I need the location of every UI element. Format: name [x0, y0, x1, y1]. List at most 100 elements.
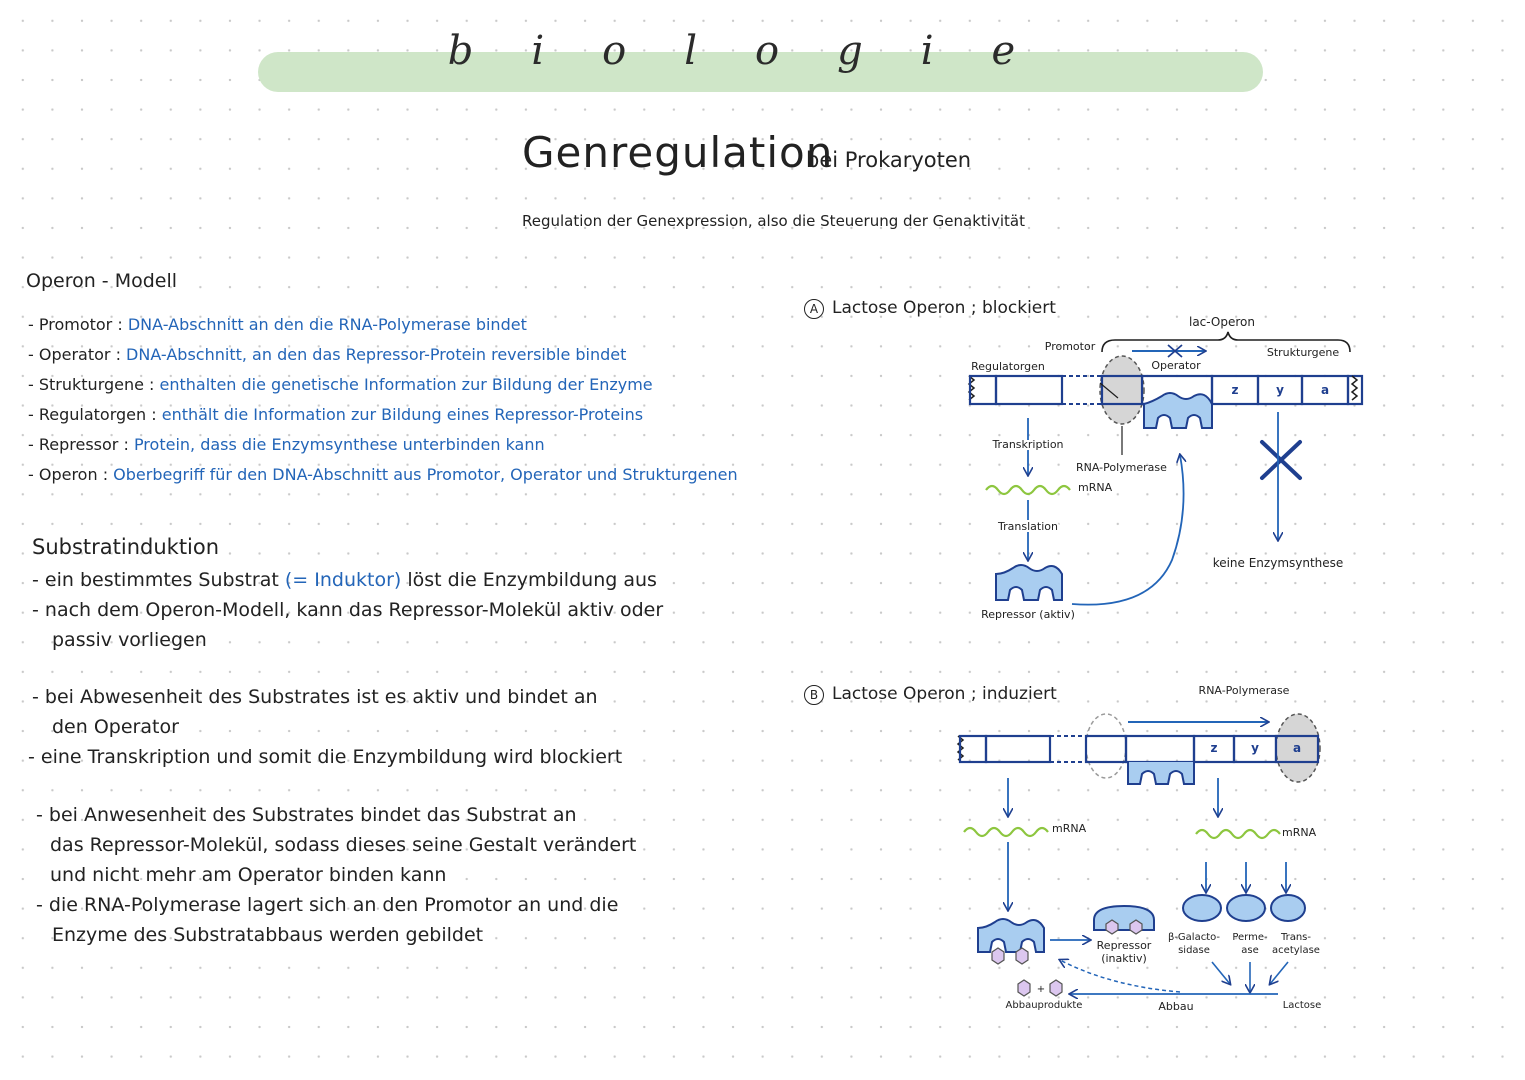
- rna-polymerase-label-b: RNA-Polymerase: [1199, 684, 1290, 697]
- induction-line: das Repressor-Molekül, sodass dieses sei…: [50, 834, 637, 856]
- repressor-inactive-label: (inaktiv): [1101, 952, 1147, 965]
- beta-galactosidase-icon: [1182, 894, 1222, 922]
- induction-text: löst die Enzymbildung aus: [401, 569, 657, 591]
- definition-desc: enthalten die genetische Information zur…: [159, 375, 653, 394]
- induction-line: - eine Transkription und somit die Enzym…: [28, 746, 623, 768]
- definition-item: - Regulatorgen : enthält die Information…: [28, 405, 644, 424]
- strukturgene-label: Strukturgene: [1267, 346, 1339, 359]
- beta-galactosidase-label: β-Galacto-: [1168, 932, 1220, 943]
- repressor-active-icon: [995, 564, 1063, 601]
- induction-line: den Operator: [52, 716, 179, 738]
- operator-free-slot: [1127, 762, 1195, 785]
- induction-line: und nicht mehr am Operator binden kann: [50, 864, 447, 886]
- diagram-a-title-text: Lactose Operon ; blockiert: [832, 298, 1056, 318]
- operator-label: Operator: [1151, 359, 1201, 372]
- dna-segment: [1346, 374, 1364, 406]
- title-banner: [258, 52, 1263, 92]
- enzyme-arrow: [1270, 961, 1289, 984]
- dna-break-icon: [1350, 375, 1359, 401]
- gene-z-label: z: [1211, 741, 1218, 755]
- lactose-hexagon-icon: [1015, 947, 1029, 965]
- rna-polymerase-label: RNA-Polymerase: [1076, 461, 1167, 474]
- abbau-label: Abbau: [1158, 1000, 1193, 1013]
- induction-note: (= Induktor): [284, 569, 402, 591]
- dna-break-icon: [967, 375, 976, 401]
- operator-segment: [1124, 734, 1196, 764]
- definition-desc: DNA-Abschnitt an den die RNA-Polymerase …: [127, 315, 527, 334]
- induction-line: Enzyme des Substratabbaus werden gebilde…: [52, 924, 484, 946]
- mrna-label-right: mRNA: [1282, 826, 1317, 839]
- diagram-a-marker: A: [804, 299, 824, 319]
- beta-galactosidase-label: sidase: [1178, 945, 1210, 956]
- induction-text: - ein bestimmtes Substrat: [32, 569, 285, 591]
- promotor-label: Promotor: [1045, 340, 1096, 353]
- abbauprodukt-hexagon-icon: [1049, 979, 1063, 997]
- definition-desc: Protein, dass die Enzymsynthese unterbin…: [133, 435, 545, 454]
- definition-item: - Operon : Oberbegriff für den DNA-Absch…: [28, 465, 738, 484]
- mrna-strand: [963, 826, 1049, 838]
- definition-term: Operon: [38, 465, 98, 484]
- dna-break-icon: [956, 735, 965, 761]
- translation-label: Translation: [997, 520, 1058, 533]
- rna-polymerase-shape: [1275, 713, 1321, 783]
- repressor-inactive-icon: [1093, 904, 1155, 931]
- no-synthesis-cross-icon: [1260, 440, 1302, 480]
- lactose-hexagon-icon: [1129, 919, 1143, 935]
- lactose-hexagon-icon: [1105, 919, 1119, 935]
- mrna-strand: [1195, 828, 1281, 840]
- transacetylase-icon: [1270, 894, 1306, 922]
- diagram-a-title: A Lactose Operon ; blockiert: [804, 298, 1056, 319]
- page-subtitle: Regulation der Genexpression, also die S…: [522, 212, 1025, 230]
- definition-item: - Strukturgene : enthalten die genetisch…: [28, 375, 653, 394]
- induction-line: - bei Abwesenheit des Substrates ist es …: [32, 686, 598, 708]
- plus-sign: +: [1037, 984, 1045, 995]
- gene-a-label: a: [1321, 383, 1329, 397]
- mrna-label: mRNA: [1078, 481, 1113, 494]
- keine-enzymsynthese-label: keine Enzymsynthese: [1213, 556, 1344, 570]
- definition-term: Strukturgene: [38, 375, 144, 394]
- abbauprodukte-label: Abbauprodukte: [1006, 1000, 1083, 1011]
- operon-model-heading: Operon - Modell: [26, 270, 178, 292]
- definition-term: Regulatorgen: [38, 405, 147, 424]
- promotor-outline: [1100, 374, 1144, 406]
- regulatorgen-segment: [994, 374, 1064, 406]
- lactose-hexagon-icon: [991, 947, 1005, 965]
- abbauprodukt-hexagon-icon: [1017, 979, 1031, 997]
- diagram-a: lac-Operon Promotor Strukturgene Regulat…: [967, 315, 1364, 621]
- transacetylase-label: Trans-: [1280, 932, 1311, 943]
- diagram-b-title: B Lactose Operon ; induziert: [804, 684, 1057, 705]
- repressor-binding-arrow: [1071, 455, 1184, 606]
- diagram-b: RNA-Polymerase z y a mRNA Repressor: [956, 684, 1321, 1013]
- repressor-on-operator: [1143, 392, 1213, 429]
- gene-z-label: z: [1232, 383, 1239, 397]
- induction-line: passiv vorliegen: [52, 629, 207, 651]
- repressor-with-lactose-icon: [977, 918, 1045, 953]
- gene-a-label: a: [1293, 741, 1301, 755]
- gene-y-label: y: [1276, 383, 1284, 397]
- blocked-cross-icon: [1167, 344, 1183, 358]
- repressor-active-label: Repressor (aktiv): [981, 608, 1075, 621]
- diagram-b-title-text: Lactose Operon ; induziert: [832, 684, 1057, 704]
- page-title-suffix: bei Prokaryoten: [806, 148, 972, 172]
- regulatorgen-segment: [984, 734, 1052, 764]
- induction-line: - bei Anwesenheit des Substrates bindet …: [36, 804, 577, 826]
- permease-label: ase: [1241, 945, 1259, 956]
- enzyme-arrow: [1211, 961, 1230, 984]
- gene-a-segment: [1274, 734, 1320, 764]
- definition-desc: Oberbegriff für den DNA-Abschnitt aus Pr…: [113, 465, 738, 484]
- definition-item: - Repressor : Protein, dass die Enzymsyn…: [28, 435, 545, 454]
- induction-line: - die RNA-Polymerase lagert sich an den …: [36, 894, 619, 916]
- transkription-label: Transkription: [991, 438, 1063, 451]
- mrna-strand: [985, 484, 1071, 496]
- lac-operon-brace: [1101, 331, 1351, 353]
- definition-term: Promotor: [38, 315, 113, 334]
- lac-operon-label: lac-Operon: [1189, 315, 1255, 329]
- regulatorgen-label: Regulatorgen: [971, 360, 1045, 373]
- permease-icon: [1226, 894, 1266, 922]
- diagram-b-marker: B: [804, 685, 824, 705]
- definition-term: Operator: [38, 345, 111, 364]
- definition-term: Repressor: [38, 435, 119, 454]
- gene-y-label: y: [1251, 741, 1259, 755]
- rna-polymerase-shape: [1099, 355, 1145, 425]
